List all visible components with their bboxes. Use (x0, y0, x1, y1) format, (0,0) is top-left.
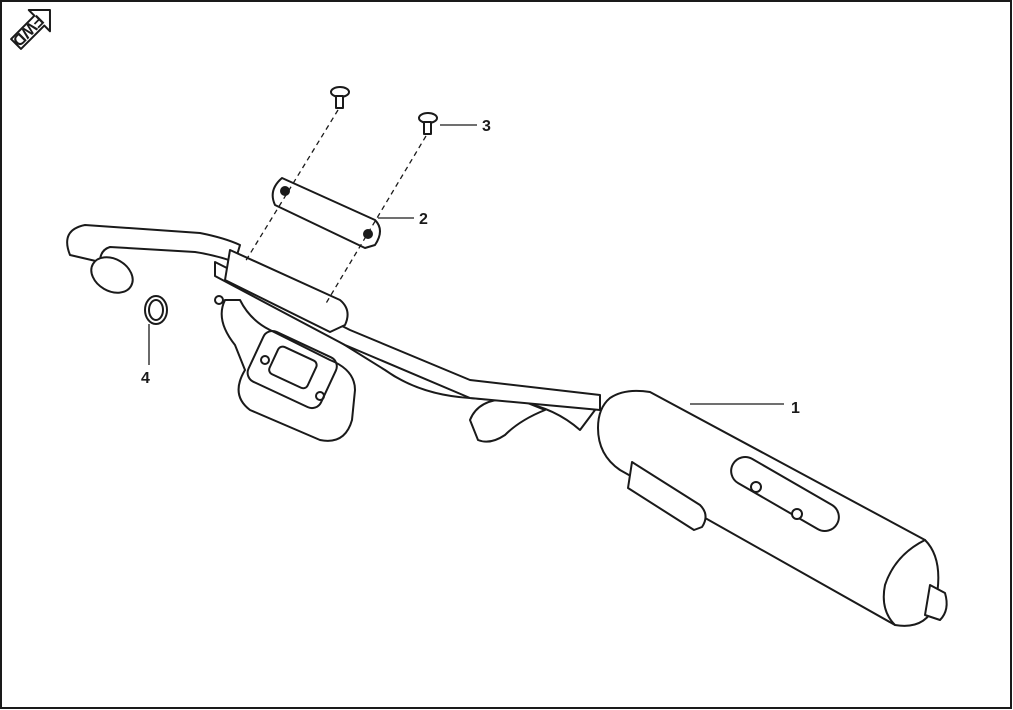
callout-3: 3 (482, 118, 491, 135)
callout-2: 2 (419, 211, 428, 228)
head-pipe (66, 224, 601, 442)
bolts (244, 86, 438, 306)
heat-protector-plate (271, 177, 381, 249)
callout-1: 1 (791, 400, 800, 417)
callout-4: 4 (141, 370, 150, 387)
fwd-arrow-icon: FWD (9, 9, 51, 50)
